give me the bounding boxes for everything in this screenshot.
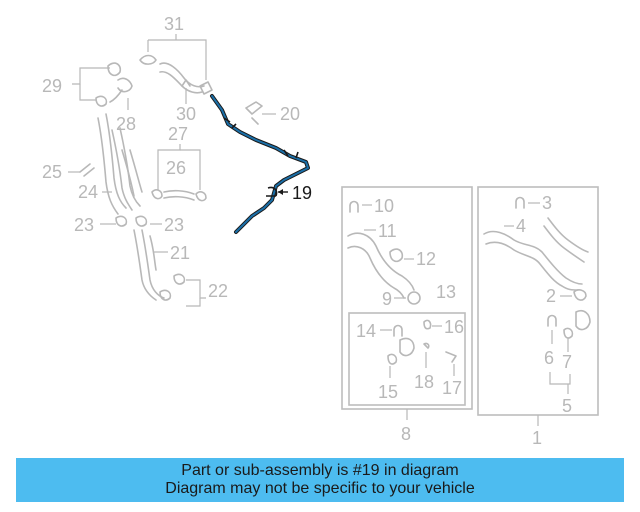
assembly-box-1	[477, 186, 599, 416]
callout-11: 11	[378, 221, 397, 241]
callout-3: 3	[542, 193, 552, 213]
part-group-9	[394, 291, 421, 305]
callout-24: 24	[78, 182, 98, 202]
callout-23-right: 23	[164, 215, 184, 235]
callout-31: 31	[164, 14, 184, 34]
callout-25: 25	[42, 162, 62, 182]
callout-18: 18	[414, 372, 434, 392]
callout-8: 8	[401, 424, 411, 444]
part-group-30	[181, 79, 191, 104]
callout-23-left: 23	[74, 215, 94, 235]
part-group-29	[72, 62, 133, 107]
part-group-20	[245, 101, 276, 125]
part-group-2	[560, 289, 587, 301]
banner-line-1: Part or sub-assembly is #19 in diagram	[181, 462, 459, 479]
part-group-23	[100, 215, 162, 227]
callout-17: 17	[442, 378, 462, 398]
part-group-22	[159, 273, 206, 307]
callout-10: 10	[374, 196, 394, 216]
exploded-parts-diagram: 31 30 29 28 27 26 25	[42, 14, 599, 448]
callout-19: 19	[292, 183, 312, 203]
callout-26: 26	[166, 158, 186, 178]
part-group-3	[515, 196, 540, 209]
callout-28: 28	[116, 114, 136, 134]
callout-14: 14	[356, 321, 376, 341]
part-group-24	[97, 113, 143, 215]
part-19-pipe[interactable]	[210, 94, 310, 234]
callout-1: 1	[532, 428, 542, 448]
part-group-12	[389, 248, 414, 263]
part-group-31	[139, 34, 213, 95]
callout-12: 12	[416, 249, 436, 269]
part-group-11	[347, 229, 415, 299]
callout-7: 7	[562, 352, 572, 372]
callout-13: 13	[436, 282, 456, 302]
callout-9: 9	[382, 289, 392, 309]
callout-4: 4	[516, 216, 526, 236]
callout-30: 30	[176, 104, 196, 124]
callout-16: 16	[444, 317, 464, 337]
callout-2: 2	[546, 286, 556, 306]
part-group-25	[68, 163, 95, 177]
callout-6: 6	[544, 348, 554, 368]
part-group-10	[349, 200, 372, 213]
callout-22: 22	[208, 281, 228, 301]
sub-assembly-box-13	[348, 312, 466, 406]
callout-20: 20	[280, 104, 300, 124]
part-group-27	[151, 144, 207, 202]
part-group-21	[133, 229, 168, 301]
part-group-4	[483, 217, 589, 291]
banner-line-2: Diagram may not be specific to your vehi…	[165, 480, 475, 497]
callout-29: 29	[42, 76, 62, 96]
callout-15: 15	[378, 382, 398, 402]
callout-5: 5	[562, 396, 572, 416]
info-banner: Part or sub-assembly is #19 in diagram D…	[16, 458, 624, 502]
part-group-14-18	[380, 319, 457, 378]
callout-21: 21	[170, 243, 190, 263]
part-group-5-7	[547, 309, 591, 394]
callout-27: 27	[168, 124, 188, 144]
